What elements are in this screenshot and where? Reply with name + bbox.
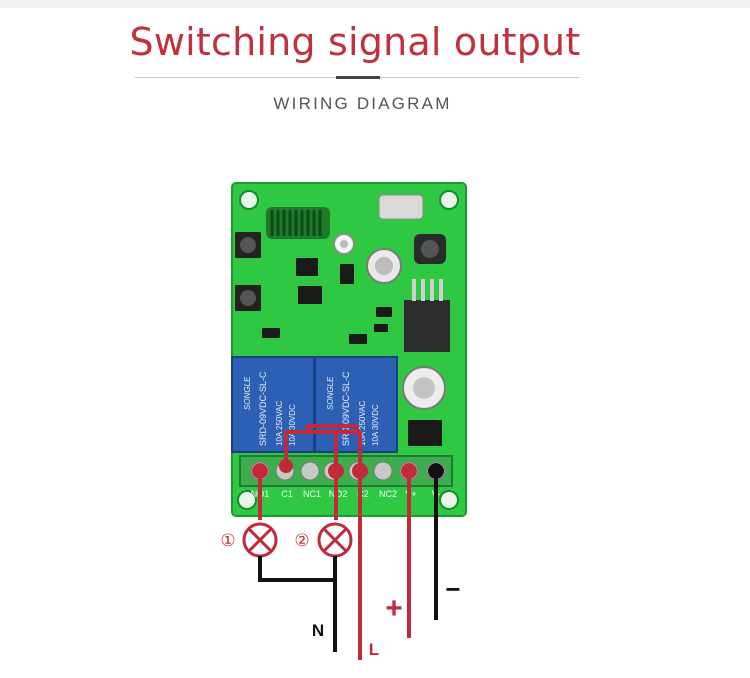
mounting-hole: [239, 190, 259, 210]
terminal-block: [239, 455, 453, 487]
mounting-hole: [439, 190, 459, 210]
terminal-screw: [373, 461, 393, 481]
terminal-screw: [300, 461, 320, 481]
relay-2-model-text: SRD-09VDC-SL-C: [341, 371, 351, 446]
inductor: [414, 234, 446, 264]
relay-2: SRD-09VDC-SL-C 10A 250VAC 10A 30VDC SONG…: [314, 356, 398, 453]
relay-1-rating-text-2: 10A 30VDC: [288, 404, 297, 446]
capacitor: [366, 248, 402, 284]
negative-label: −: [445, 574, 460, 604]
resistor: [376, 307, 392, 317]
terminal-label-nc2: NC2: [379, 489, 397, 499]
mounting-hole: [237, 490, 257, 510]
antenna-coil: [266, 207, 330, 239]
wire-dot-no2: [328, 463, 344, 479]
learn-button: [235, 232, 261, 258]
terminal-label-c1: C1: [281, 489, 293, 499]
crystal: [378, 194, 424, 220]
relay-1-brand-text: SONGLE: [243, 376, 252, 410]
voltage-regulator: [404, 279, 450, 352]
ic-chip: [296, 258, 318, 276]
page-title: Switching signal output: [129, 20, 581, 64]
title-divider-accent: [336, 76, 380, 79]
diode: [262, 328, 280, 338]
relay-1-rating-text: 10A 250VAC: [275, 401, 284, 446]
wire-dot-c1: [279, 459, 293, 473]
diode: [349, 334, 367, 344]
wire-dot-vminus: [428, 463, 444, 479]
rectifier: [408, 420, 442, 446]
capacitor: [402, 366, 446, 410]
lamp-2: [317, 522, 353, 558]
ic-chip: [298, 286, 322, 304]
live-label: L: [369, 640, 379, 659]
positive-label: +: [385, 592, 403, 625]
terminal-label-nc1: NC1: [303, 489, 321, 499]
relay-1-model-text: SRD-09VDC-SL-C: [258, 371, 268, 446]
clear-button: [235, 285, 261, 311]
top-band: [0, 0, 750, 8]
wire-dot-vplus: [401, 463, 417, 479]
lamp-2-label: ②: [294, 531, 309, 550]
relay-2-brand-text: SONGLE: [326, 376, 335, 410]
relay-2-rating-text: 10A 250VAC: [358, 401, 367, 446]
neutral-link-wire: [258, 556, 334, 582]
relay-2-rating-text-2: 10A 30VDC: [371, 404, 380, 446]
wire-dot-c2: [352, 463, 368, 479]
capacitor: [333, 233, 355, 255]
mounting-hole: [439, 490, 459, 510]
transistor: [340, 264, 354, 284]
lamp-1: [242, 522, 278, 558]
terminal-label-c2: C2: [357, 489, 369, 499]
neutral-label: N: [312, 621, 324, 640]
resistor: [374, 324, 388, 332]
wire-dot-no1: [252, 463, 268, 479]
relay-1: SRD-09VDC-SL-C 10A 250VAC 10A 30VDC SONG…: [231, 356, 315, 453]
page-subtitle: WIRING DIAGRAM: [273, 94, 452, 113]
lamp-1-label: ①: [220, 531, 235, 550]
